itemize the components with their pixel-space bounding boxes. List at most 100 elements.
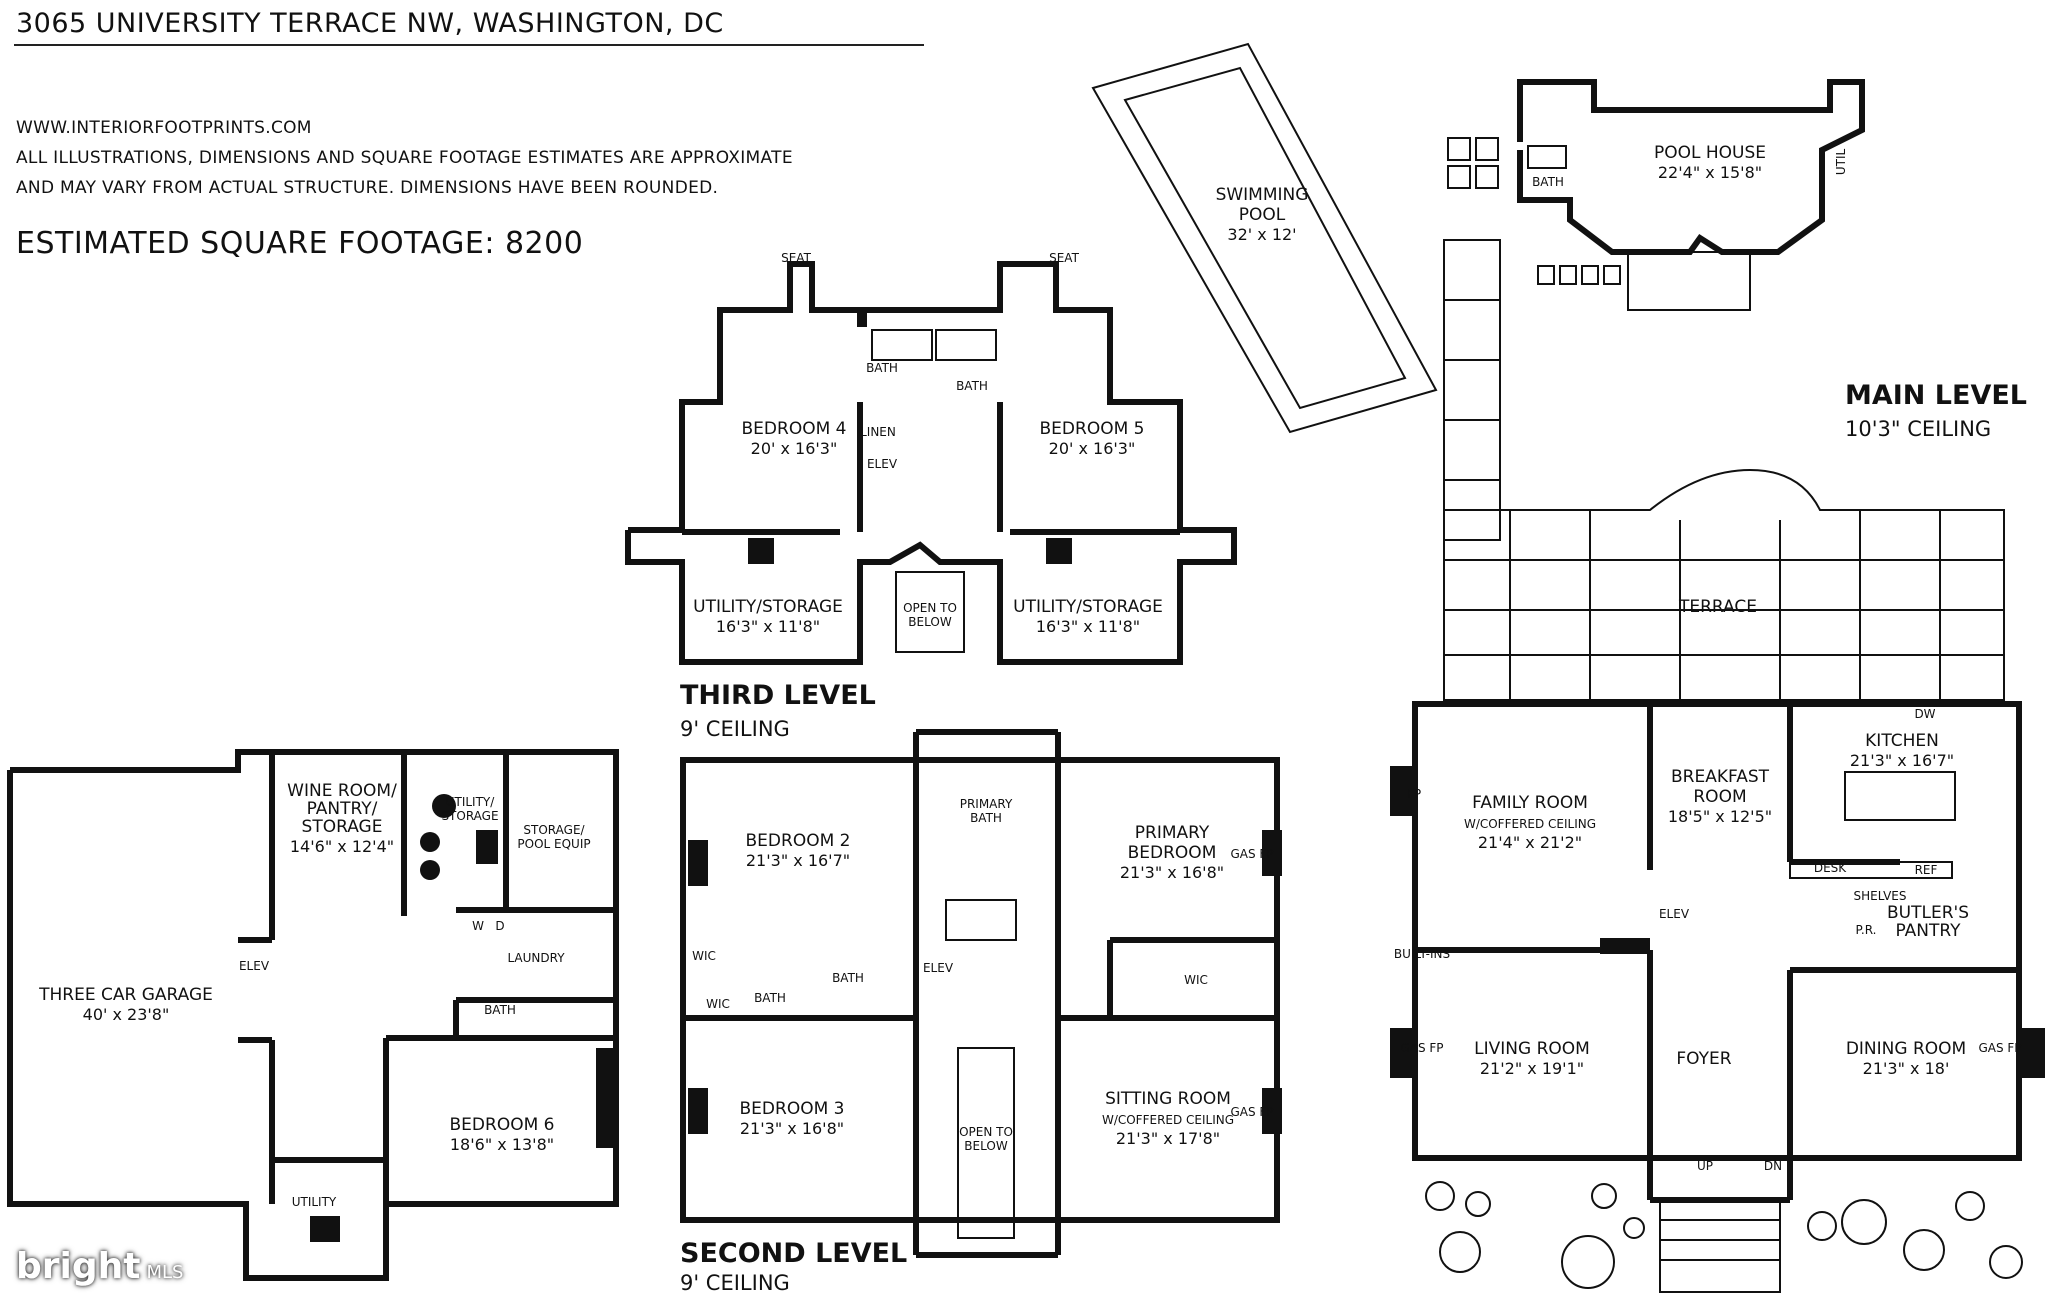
living-room-dim: 21'2" x 19'1" — [1480, 1059, 1584, 1078]
third-bath-left-label: BATH — [866, 361, 898, 375]
desk-label: DESK — [1814, 861, 1847, 875]
ref-label: REF — [1915, 863, 1938, 877]
bedroom5-dim: 20' x 16'3" — [1049, 439, 1136, 458]
three-car-garage-dim: 40' x 23'8" — [83, 1005, 170, 1024]
family-room-dim: 21'4" x 21'2" — [1478, 833, 1582, 852]
washer-label: W — [472, 919, 484, 933]
utility-storage-right-dim: 16'3" x 11'8" — [1036, 617, 1140, 636]
main-elev-label: ELEV — [1659, 907, 1690, 921]
second-gas-fp-label: GAS FP — [1230, 847, 1273, 861]
wine-room-dim: 14'6" x 12'4" — [290, 837, 394, 856]
gas-fp-label-living: GAS FP — [1400, 1041, 1443, 1055]
laundry-label: LAUNDRY — [507, 951, 565, 965]
second-bath-label-2: BATH — [754, 991, 786, 1005]
swimming-pool-label-2: POOL — [1239, 205, 1286, 225]
sitting-room-dim: 21'3" x 17'8" — [1116, 1129, 1220, 1148]
third-level-ceiling: 9' CEILING — [680, 717, 790, 741]
primary-bedroom-label-1: PRIMARY — [1135, 823, 1210, 843]
storage-pool-equip-1: STORAGE/ — [523, 823, 585, 837]
website-text: WWW.INTERIORFOOTPRINTS.COM — [16, 118, 312, 138]
sitting-room-label: SITTING ROOM — [1105, 1089, 1231, 1109]
wine-room-label-3: STORAGE — [302, 817, 383, 837]
dining-room-label: DINING ROOM — [1846, 1039, 1966, 1059]
utility-storage-lower-2: STORAGE — [441, 809, 498, 823]
title-underline — [14, 44, 924, 46]
third-linen-label: LINEN — [860, 425, 896, 439]
lower-level-plan: WINE ROOM/ PANTRY/ STORAGE 14'6" x 12'4"… — [7, 749, 619, 1281]
seat-label: SEAT — [781, 251, 811, 265]
utility-lower-label: UTILITY — [292, 1195, 337, 1209]
lower-elev-label: ELEV — [239, 959, 270, 973]
disclaimer-line-2: AND MAY VARY FROM ACTUAL STRUCTURE. DIME… — [16, 178, 719, 198]
main-level-title: MAIN LEVEL — [1845, 380, 2027, 411]
utility-storage-lower-1: UTILITY/ — [446, 795, 496, 809]
swimming-pool-dim: 32' x 12' — [1227, 225, 1296, 244]
foyer-label: FOYER — [1676, 1049, 1731, 1069]
family-room-label: FAMILY ROOM — [1472, 793, 1588, 813]
utility-storage-left-label: UTILITY/STORAGE — [693, 597, 843, 617]
dw-label: DW — [1914, 707, 1935, 721]
kitchen-dim: 21'3" x 16'7" — [1850, 751, 1954, 770]
gas-fireplace-icon — [1390, 1028, 1416, 1078]
sitting-room-sub: W/COFFERED CEILING — [1102, 1113, 1234, 1127]
square-footage: ESTIMATED SQUARE FOOTAGE: 8200 — [16, 226, 584, 261]
family-room-sub: W/COFFERED CEILING — [1464, 817, 1596, 831]
swimming-pool: SWIMMING POOL 32' x 12' — [1091, 42, 1438, 434]
pool-house-util-label: UTIL — [1834, 149, 1848, 176]
main-level-plan: FAMILY ROOM W/COFFERED CEILING 21'4" x 2… — [1390, 701, 2045, 1293]
primary-bedroom-dim: 21'3" x 16'8" — [1120, 863, 1224, 882]
gas-fireplace-icon — [2019, 1028, 2045, 1078]
bedroom6-dim: 18'6" x 13'8" — [450, 1135, 554, 1154]
terrace-label: TERRACE — [1678, 597, 1757, 617]
tub-icon — [871, 329, 933, 361]
fireplace-icon — [1390, 766, 1416, 816]
third-level-plan: BEDROOM 4 20' x 16'3" BEDROOM 5 20' x 16… — [625, 251, 1237, 665]
second-bath-label: BATH — [832, 971, 864, 985]
pool-house: BATH UTIL POOL HOUSE 22'4" x 15'8" — [1447, 79, 1865, 311]
seat-label: SEAT — [1049, 251, 1079, 265]
address-title: 3065 UNIVERSITY TERRACE NW, WASHINGTON, … — [16, 8, 724, 39]
second-level-ceiling: 9' CEILING — [680, 1271, 790, 1295]
gas-fp-label-dining: GAS FP — [1978, 1041, 2021, 1055]
bedroom4-label: BEDROOM 4 — [742, 419, 847, 439]
shelves-label: SHELVES — [1854, 889, 1907, 903]
bedroom6-label: BEDROOM 6 — [450, 1115, 555, 1135]
kitchen-label: KITCHEN — [1865, 731, 1939, 751]
dining-room-dim: 21'3" x 18' — [1863, 1059, 1950, 1078]
wine-room-label-2: PANTRY/ — [307, 799, 378, 819]
utility-storage-left-dim: 16'3" x 11'8" — [716, 617, 820, 636]
open-to-below-second-2: BELOW — [964, 1139, 1008, 1153]
pool-house-bath-label: BATH — [1532, 175, 1564, 189]
third-bath-right-label: BATH — [956, 379, 988, 393]
bedroom3-label: BEDROOM 3 — [740, 1099, 845, 1119]
disclaimer-line-1: ALL ILLUSTRATIONS, DIMENSIONS AND SQUARE… — [16, 148, 793, 168]
bedroom4-dim: 20' x 16'3" — [751, 439, 838, 458]
built-ins-label: BUILT-INS — [1394, 947, 1450, 961]
butlers-pantry-label-2: PANTRY — [1895, 921, 1961, 941]
open-to-below-third-1: OPEN TO — [903, 601, 957, 615]
utility-storage-right-label: UTILITY/STORAGE — [1013, 597, 1163, 617]
primary-bath-label-1: PRIMARY — [960, 797, 1013, 811]
tub-icon — [1527, 145, 1567, 169]
butlers-pantry-label-1: BUTLER'S — [1887, 903, 1969, 923]
bedroom2-dim: 21'3" x 16'7" — [746, 851, 850, 870]
dryer-label: D — [495, 919, 504, 933]
pool-house-dim: 22'4" x 15'8" — [1658, 163, 1762, 182]
bedroom2-label: BEDROOM 2 — [746, 831, 851, 851]
open-to-below-second-1: OPEN TO — [959, 1125, 1013, 1139]
living-room-label: LIVING ROOM — [1474, 1039, 1590, 1059]
breakfast-room-dim: 18'5" x 12'5" — [1668, 807, 1772, 826]
main-dn-label: DN — [1764, 1159, 1782, 1173]
bedroom5-label: BEDROOM 5 — [1040, 419, 1145, 439]
tub-icon — [935, 329, 997, 361]
pool-house-label: POOL HOUSE — [1654, 143, 1766, 163]
second-elev-label: ELEV — [923, 961, 954, 975]
third-level-title: THIRD LEVEL — [680, 680, 876, 711]
main-level-ceiling: 10'3" CEILING — [1845, 417, 1991, 441]
powder-room-label: P.R. — [1856, 923, 1877, 937]
three-car-garage-label: THREE CAR GARAGE — [38, 985, 213, 1005]
primary-bedroom-label-2: BEDROOM — [1128, 843, 1217, 863]
second-wic-label-2: WIC — [692, 949, 716, 963]
terrace: TERRACE — [1443, 239, 2005, 701]
